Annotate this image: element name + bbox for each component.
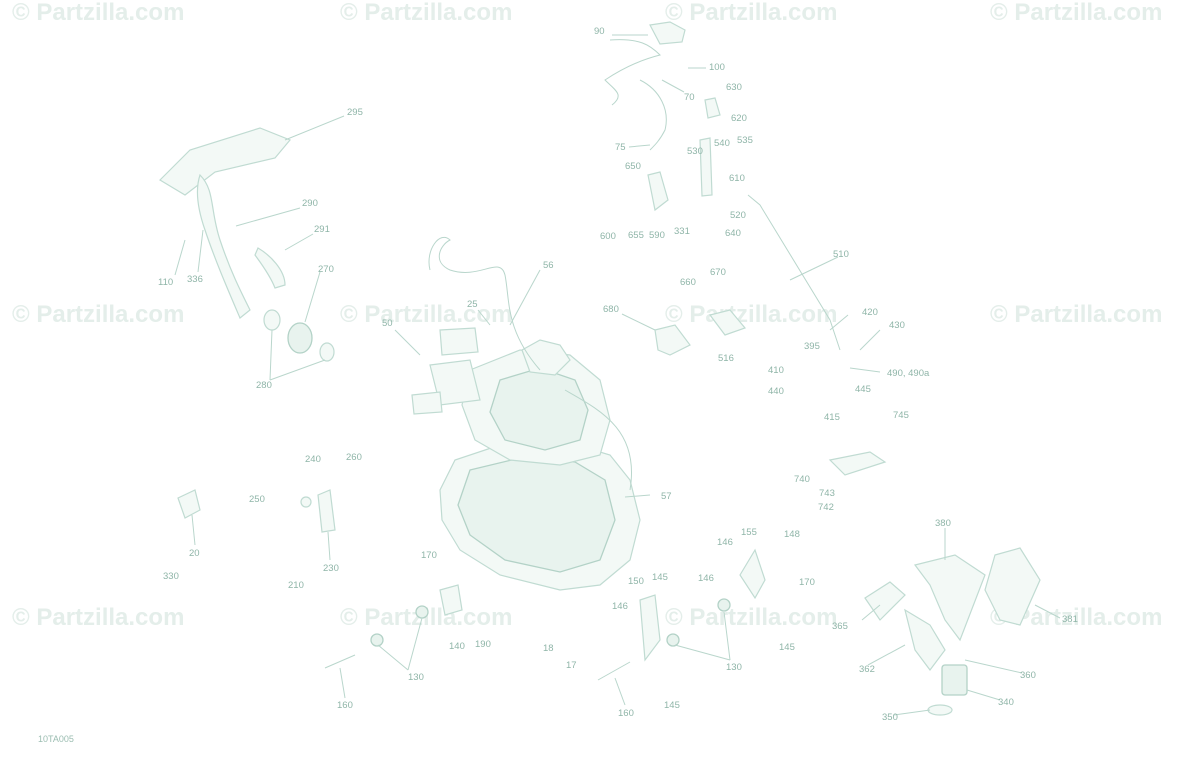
callout-260: 260 [346,452,362,463]
callout-331: 331 [674,226,690,237]
callout-330: 330 [163,571,179,582]
callout-130: 130 [408,672,424,683]
callout-420: 420 [862,307,878,318]
callout-160: 160 [337,700,353,711]
callout-230: 230 [323,563,339,574]
callout-360: 360 [1020,670,1036,681]
callout-155: 155 [741,527,757,538]
engine-mounts-drawing [177,489,463,669]
callout-640: 640 [725,228,741,239]
callout-530: 530 [687,146,703,157]
watermark: © Partzilla.com [665,0,837,26]
callout-160: 160 [618,708,634,719]
callout-146: 146 [612,601,628,612]
watermark: © Partzilla.com [340,0,512,26]
callout-365: 365 [832,621,848,632]
callout-20: 20 [189,548,200,559]
callout-50: 50 [382,318,393,329]
leader-lines [174,34,1061,716]
callout-440: 440 [768,386,784,397]
callout-445: 445 [855,384,871,395]
callout-25: 25 [467,299,478,310]
callout-740: 740 [794,474,810,485]
callout-410: 410 [768,365,784,376]
callout-650: 650 [625,161,641,172]
callout-240: 240 [305,454,321,465]
callout-362: 362 [859,664,875,675]
callout-291: 291 [314,224,330,235]
callout-270: 270 [318,264,334,275]
callout-210: 210 [288,580,304,591]
callout-600: 600 [600,231,616,242]
callout-17: 17 [566,660,577,671]
callout-380: 380 [935,518,951,529]
callout-170: 170 [799,577,815,588]
callout-415: 415 [824,412,840,423]
callout-150: 150 [628,576,644,587]
callout-labels: 90 100 70 630 620 75 535 540 530 650 610… [158,26,1078,723]
callout-743: 743 [819,488,835,499]
watermark: © Partzilla.com [12,604,184,631]
callout-516: 516 [718,353,734,364]
callout-381: 381 [1062,614,1078,625]
callout-90: 90 [594,26,605,37]
callout-340: 340 [998,697,1014,708]
watermark: © Partzilla.com [990,301,1162,328]
callout-610: 610 [729,173,745,184]
callout-18: 18 [543,643,554,654]
callout-100: 100 [709,62,725,73]
callout-336: 336 [187,274,203,285]
shifter-assembly-drawing [604,21,887,476]
callout-630: 630 [726,82,742,93]
callout-290: 290 [302,198,318,209]
callout-590: 590 [649,230,665,241]
callout-535: 535 [737,135,753,146]
callout-146: 146 [717,537,733,548]
exhaust-assembly-drawing [597,547,1041,716]
callout-148: 148 [784,529,800,540]
callout-395: 395 [804,341,820,352]
watermark: © Partzilla.com [990,0,1162,26]
watermark: © Partzilla.com [340,301,512,328]
callout-146: 146 [698,573,714,584]
callout-430: 430 [889,320,905,331]
watermark: © Partzilla.com [12,0,184,26]
watermark: © Partzilla.com [665,301,837,328]
drawing-id-label: 10TA005 [38,734,74,744]
callout-680: 680 [603,304,619,315]
callout-670: 670 [710,267,726,278]
callout-110: 110 [158,277,173,288]
callout-75: 75 [615,142,626,153]
callout-655: 655 [628,230,644,241]
callout-145: 145 [664,700,680,711]
engine-block-drawing [411,237,641,591]
callout-742: 742 [818,502,834,513]
callout-295: 295 [347,107,363,118]
callout-130: 130 [726,662,742,673]
callout-140: 140 [449,641,465,652]
callout-70: 70 [684,92,695,103]
callout-280: 280 [256,380,272,391]
callout-490-490a: 490, 490a [887,368,930,379]
callout-145: 145 [652,572,668,583]
callout-660: 660 [680,277,696,288]
callout-57: 57 [661,491,672,502]
callout-620: 620 [731,113,747,124]
callout-145: 145 [779,642,795,653]
intake-assembly-drawing [159,127,335,362]
callout-190: 190 [475,639,491,650]
callout-56: 56 [543,260,554,271]
callout-250: 250 [249,494,265,505]
callout-745: 745 [893,410,909,421]
watermark-layer: © Partzilla.com © Partzilla.com © Partzi… [12,0,1162,631]
callout-350: 350 [882,712,898,723]
callout-170: 170 [421,550,437,561]
callout-510: 510 [833,249,849,260]
watermark: © Partzilla.com [665,604,837,631]
callout-520: 520 [730,210,746,221]
callout-540: 540 [714,138,730,149]
watermark: © Partzilla.com [12,301,184,328]
